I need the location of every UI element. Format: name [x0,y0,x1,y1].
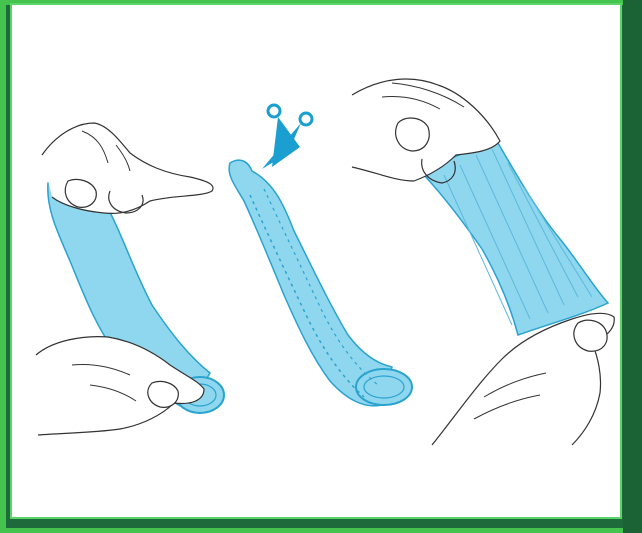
frame-left-edge [0,0,6,533]
frame-right-stripe [623,0,642,533]
condom-sheet-3 [424,143,608,335]
scissors-icon [262,105,312,169]
condom-body-2 [229,160,392,406]
step-1-unrolled-condom [36,123,224,435]
instruction-illustration [12,5,620,517]
illustration-panel [10,3,622,519]
frame-bottom-edge [0,528,642,533]
